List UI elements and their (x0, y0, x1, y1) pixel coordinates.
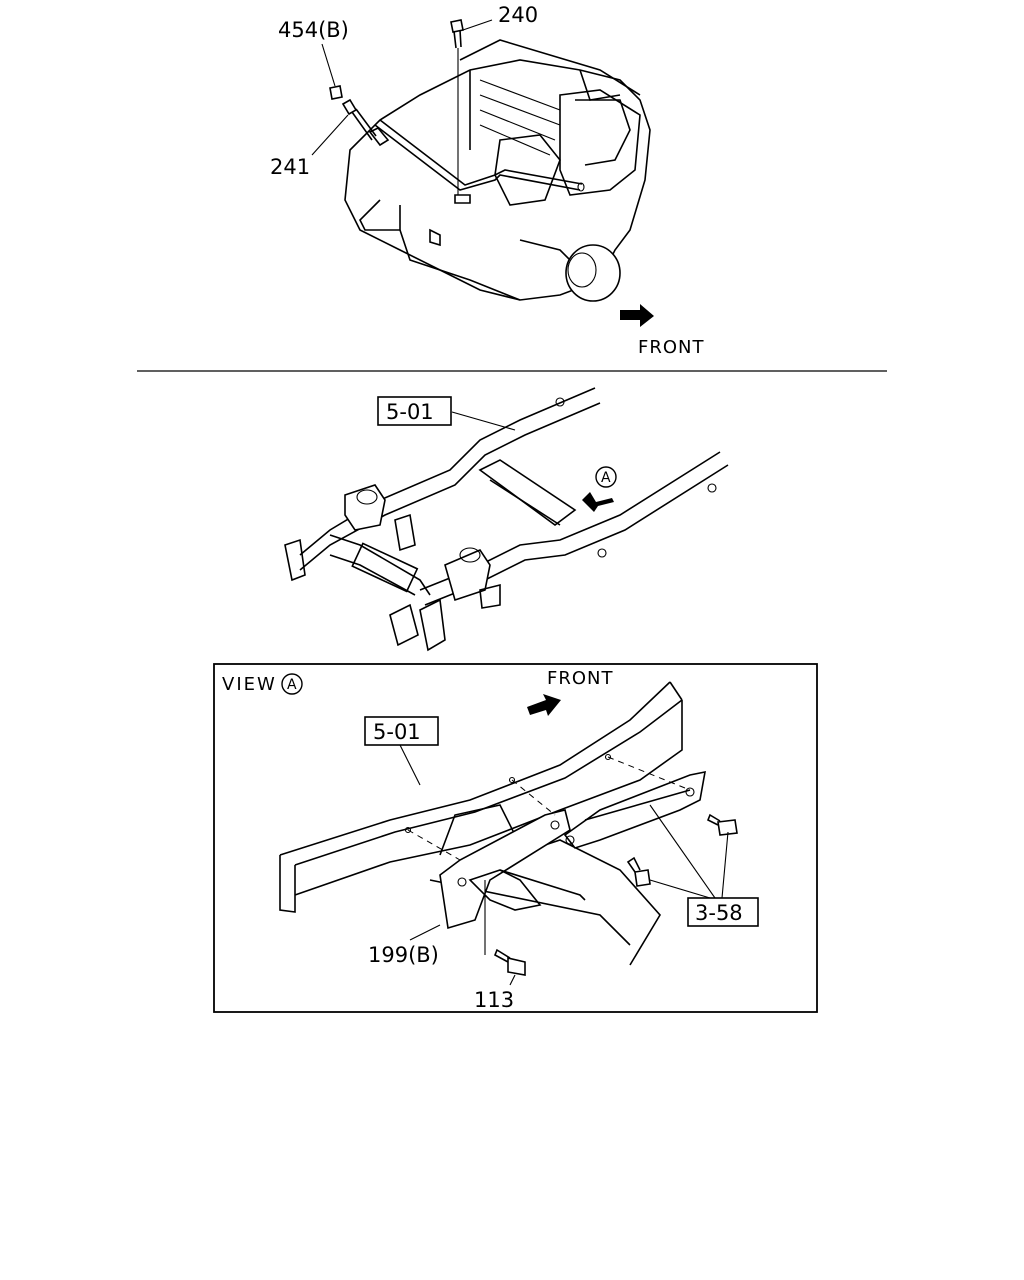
callout-240: 240 (498, 3, 538, 27)
ref-box-3-58 (687, 897, 759, 927)
front-label-view: FRONT (547, 668, 614, 689)
view-title-circle (281, 673, 303, 695)
front-label-top: FRONT (638, 337, 705, 358)
chassis-frame (284, 387, 729, 652)
callout-199b: 199(B) (368, 943, 439, 967)
front-arrow-view (527, 694, 561, 716)
view-title-marker: A (287, 677, 297, 693)
gauge-tube (368, 119, 585, 204)
bracket-3-58 (563, 770, 706, 849)
bolts-3-58 (626, 813, 738, 887)
callout-454b: 454(B) (278, 18, 349, 42)
ref-box-5-01-frame (377, 396, 452, 426)
engine-illustration (344, 39, 651, 302)
callout-113: 113 (474, 988, 514, 1012)
callout-241: 241 (270, 155, 310, 179)
front-arrow-top (620, 304, 654, 327)
bracket-199b (439, 809, 586, 930)
view-a-circle (595, 466, 617, 488)
ref-3-58-label: 3-58 (695, 901, 743, 925)
view-a-marker: A (601, 470, 611, 486)
view-a-box (213, 663, 818, 1013)
view-title: VIEW (222, 674, 277, 695)
ref-5-01-frame-label: 5-01 (386, 400, 434, 424)
ref-box-5-01-view (364, 716, 439, 746)
bolt-454b (321, 43, 343, 100)
view-a-arrow (582, 492, 614, 512)
bolt-113 (484, 880, 526, 976)
ref-5-01-view-label: 5-01 (373, 720, 421, 744)
bolt-240 (450, 19, 493, 195)
part-241 (311, 98, 377, 156)
